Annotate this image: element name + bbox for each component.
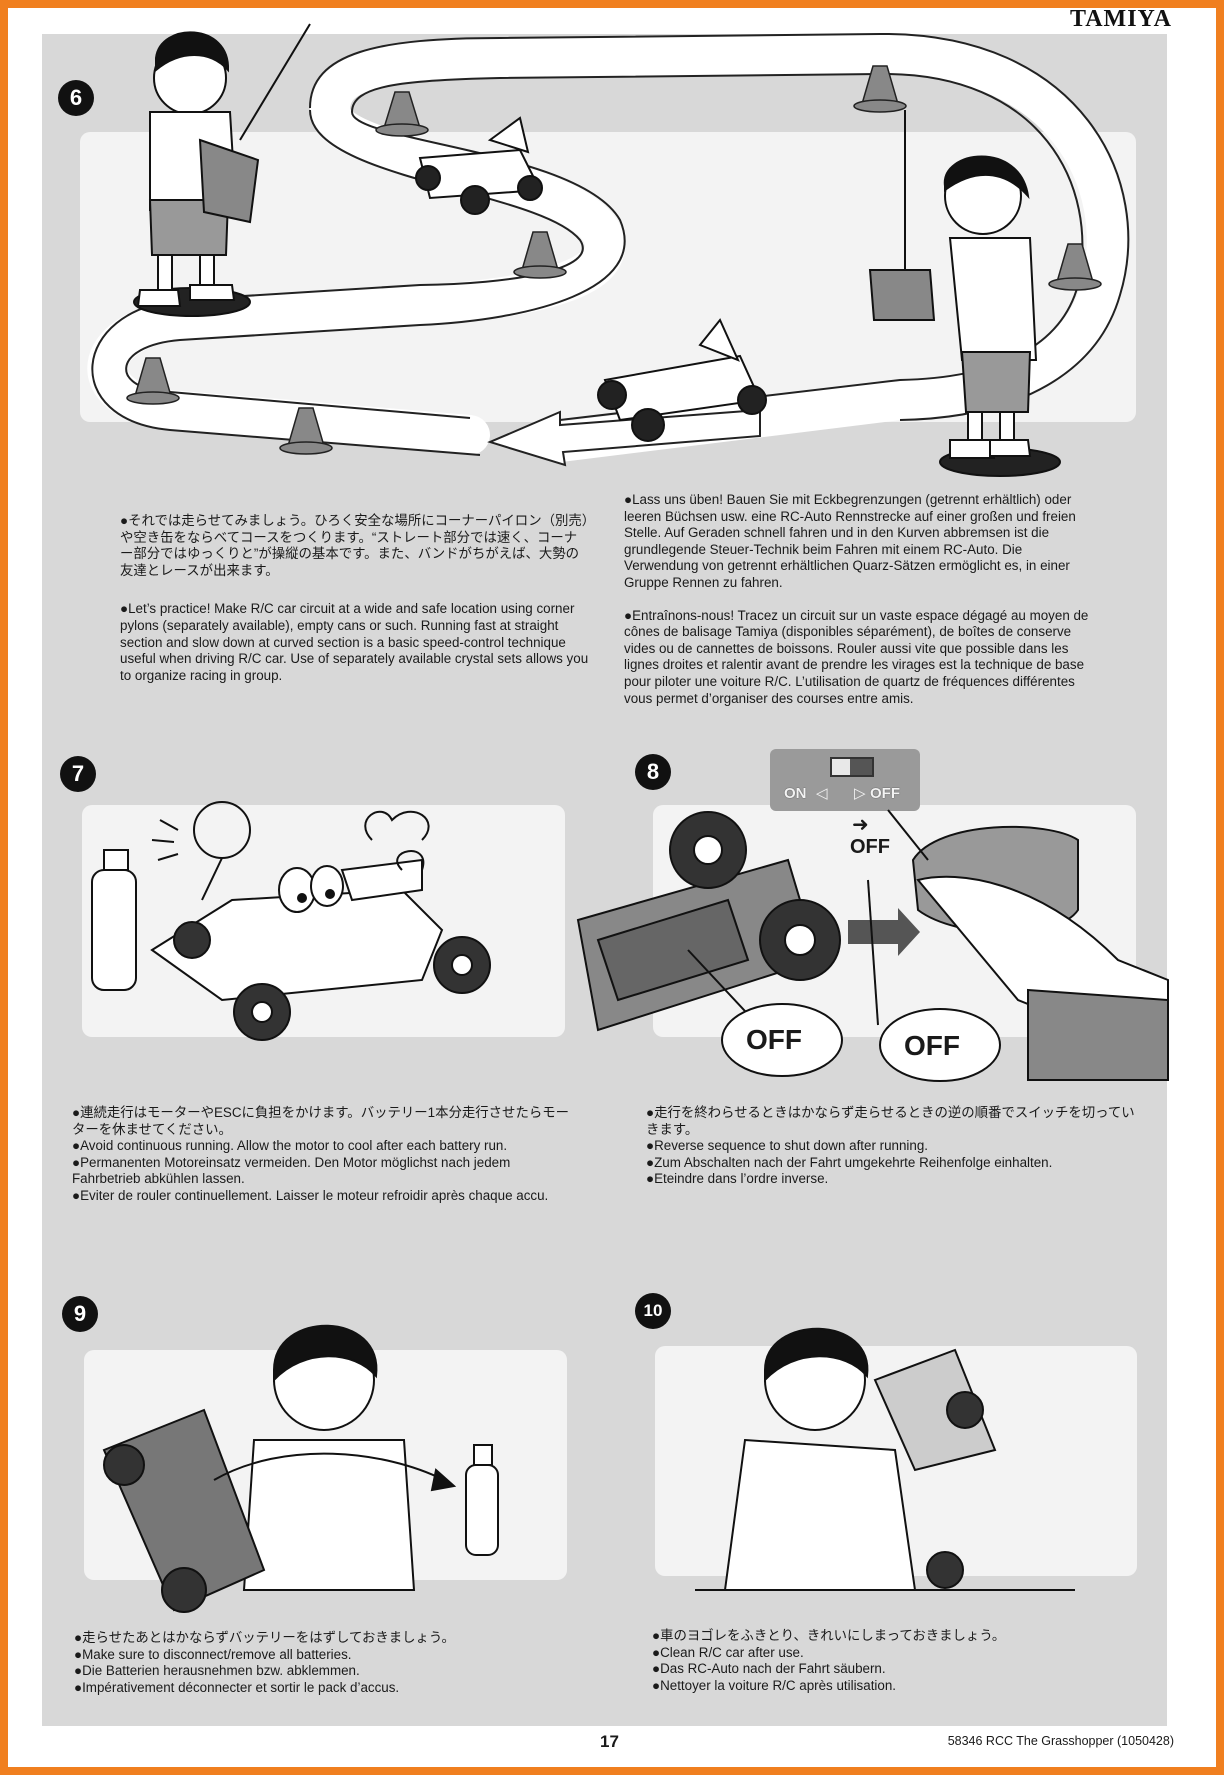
step-7-text-en: ●Avoid continuous running. Allow the mot… [72,1138,508,1154]
step-6-text-fr: ●Entraînons-nous! Tracez un circuit sur … [624,607,1089,706]
step-9-text-en: ●Make sure to disconnect/remove all batt… [74,1646,352,1662]
off-direction-label: OFF [850,836,890,858]
off-bubble-transmitter: OFF [904,1030,960,1061]
step-9-number: 9 [62,1296,98,1332]
step-6-number: 6 [58,80,94,116]
step-10-text-de: ●Das RC-Auto nach der Fahrt säubern. [652,1661,886,1677]
step-8-text: ●走行を終わらせるときはかならず走らせるときの逆の順番でスイッチを切っていきます… [646,1105,1146,1188]
power-switch-slider[interactable] [830,757,874,777]
step-7-text-de: ●Permanenten Motoreinsatz vermeiden. Den… [72,1154,511,1187]
step-8-text-fr: ●Eteindre dans l’ordre inverse. [646,1171,829,1187]
step-10-text-fr: ●Nettoyer la voiture R/C après utilisati… [652,1677,897,1693]
page-number: 17 [600,1732,619,1751]
off-bubble-car: OFF [746,1024,802,1055]
step-8-text-en: ●Reverse sequence to shut down after run… [646,1138,929,1154]
brand-logo: TAMIYA [1069,6,1172,32]
step-10-number: 10 [635,1293,671,1329]
switch-left-arrow-icon: ◁ [816,785,828,802]
step-6-text-en: ●Let’s practice! Make R/C car circuit at… [120,601,589,683]
step-6-text-left: ●それでは走らせてみましょう。ひろく安全な場所にコーナーパイロン（別売）や空き缶… [120,513,590,684]
step-10-text-ja: ●車のヨゴレをふきとり、きれいにしまっておきましょう。 [652,1628,1006,1643]
step-9-text-ja: ●走らせたあとはかならずバッテリーをはずしておきましょう。 [74,1630,455,1645]
step-8-number: 8 [635,754,671,790]
step-8-illustration [576,809,1169,1082]
step-10-illustration [695,1327,1075,1591]
step-9-text-de: ●Die Batterien herausnehmen bzw. abklemm… [74,1663,360,1679]
step-7-text-ja: ●連続走行はモーターやESCに負担をかけます。バッテリー1本分走行させたらモータ… [72,1105,570,1137]
step-6-text-right: ●Lass uns üben! Bauen Sie mit Eckbegrenz… [624,492,1100,707]
step-7-text: ●連続走行はモーターやESCに負担をかけます。バッテリー1本分走行させたらモータ… [72,1105,572,1205]
step-10-text-en: ●Clean R/C car after use. [652,1644,804,1660]
step-9-text: ●走らせたあとはかならずバッテリーをはずしておきましょう。 ●Make sure… [74,1630,574,1696]
switch-right-arrow-icon: ▷ [854,785,866,802]
step-6-text-ja: ●それでは走らせてみましょう。ひろく安全な場所にコーナーパイロン（別売）や空き缶… [120,513,589,578]
power-switch-panel: ON ◁ ▷ OFF [770,749,920,811]
step-7-illustration [91,801,491,1041]
step-9-illustration [102,1324,499,1613]
step-10-text: ●車のヨゴレをふきとり、きれいにしまっておきましょう。 ●Clean R/C c… [652,1628,1152,1694]
product-code: 58346 RCC The Grasshopper (1050428) [947,1734,1174,1748]
step-6-text-de: ●Lass uns üben! Bauen Sie mit Eckbegrenz… [624,492,1076,590]
step-6-illustration [87,23,1130,477]
step-7-number: 7 [60,756,96,792]
step-9-text-fr: ●Impérativement déconnecter et sortir le… [74,1679,400,1695]
step-8-text-de: ●Zum Abschalten nach der Fahrt umgekehrt… [646,1154,1053,1170]
switch-on-label: ON [784,785,807,802]
off-direction-arrow-icon: ➜ [852,814,869,836]
step-7-text-fr: ●Eviter de rouler continuellement. Laiss… [72,1187,549,1203]
switch-off-label: OFF [870,785,900,802]
step-8-text-ja: ●走行を終わらせるときはかならず走らせるときの逆の順番でスイッチを切っていきます… [646,1105,1135,1137]
